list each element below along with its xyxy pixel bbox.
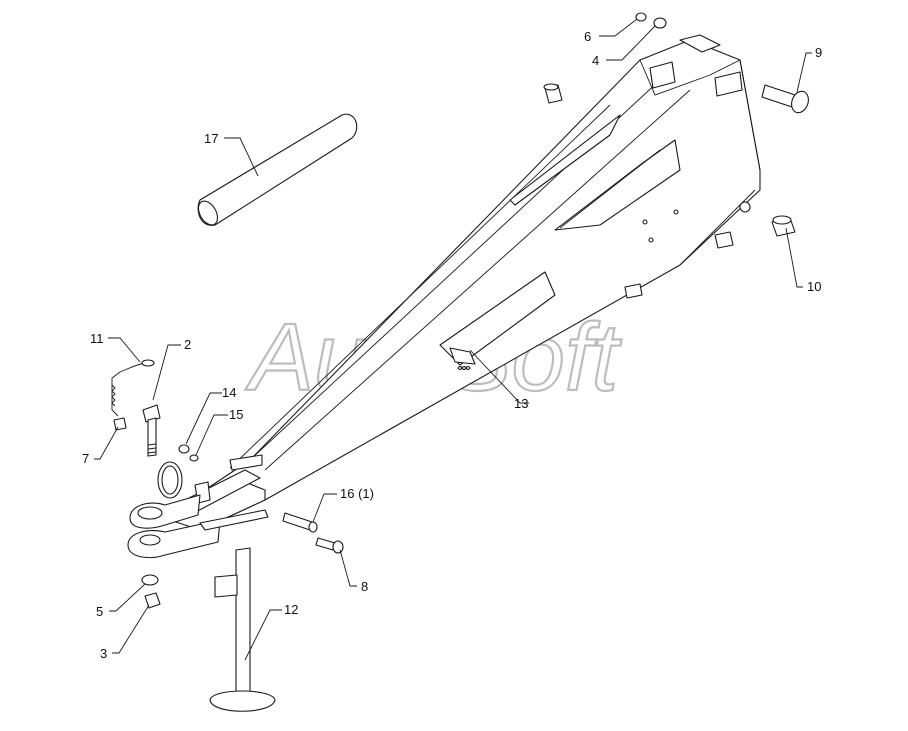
callout-3: 3	[100, 646, 107, 661]
part-9-pin	[761, 84, 809, 114]
callout-4: 4	[592, 53, 599, 68]
callout-9: 9	[815, 45, 822, 60]
callout-2: 2	[184, 337, 191, 352]
part-12-support-leg	[199, 509, 276, 712]
bushing-upper	[543, 83, 563, 104]
callout-13: 13	[514, 396, 528, 411]
callout-5: 5	[96, 604, 103, 619]
callout-11: 11	[90, 331, 104, 346]
part-11-spring-pin	[111, 359, 155, 417]
callout-7: 7	[82, 451, 89, 466]
part-2-bolt	[142, 404, 161, 457]
part-6-ring	[635, 12, 647, 22]
part-13-plate	[449, 347, 476, 371]
callout-15: 15	[229, 407, 243, 422]
part-17-shaft	[197, 113, 358, 226]
callout-6: 6	[584, 29, 591, 44]
part-7-clip	[113, 417, 127, 431]
callout-8: 8	[361, 579, 368, 594]
callout-17: 17	[204, 131, 218, 146]
part-14-nut	[178, 444, 190, 454]
boom-tip-links	[127, 454, 266, 559]
part-5-washer	[141, 574, 159, 586]
part-3-nut	[144, 592, 161, 609]
callout-12: 12	[284, 602, 298, 617]
leader-lines	[94, 18, 812, 661]
callout-labels: 6 4 9 17 10 11 2 14 15 7 13 16 (1) 8 5 3…	[82, 29, 822, 661]
callout-16: 16 (1)	[340, 486, 374, 501]
part-15-washer	[189, 454, 199, 462]
callout-10: 10	[807, 279, 821, 294]
part-10-bushing	[771, 215, 796, 237]
lift-ring	[157, 461, 183, 499]
callout-14: 14	[222, 385, 236, 400]
part-16-bolt	[282, 512, 318, 533]
boom-frame	[174, 34, 761, 531]
part-8-pin	[315, 537, 344, 554]
part-4-ring	[653, 17, 667, 29]
